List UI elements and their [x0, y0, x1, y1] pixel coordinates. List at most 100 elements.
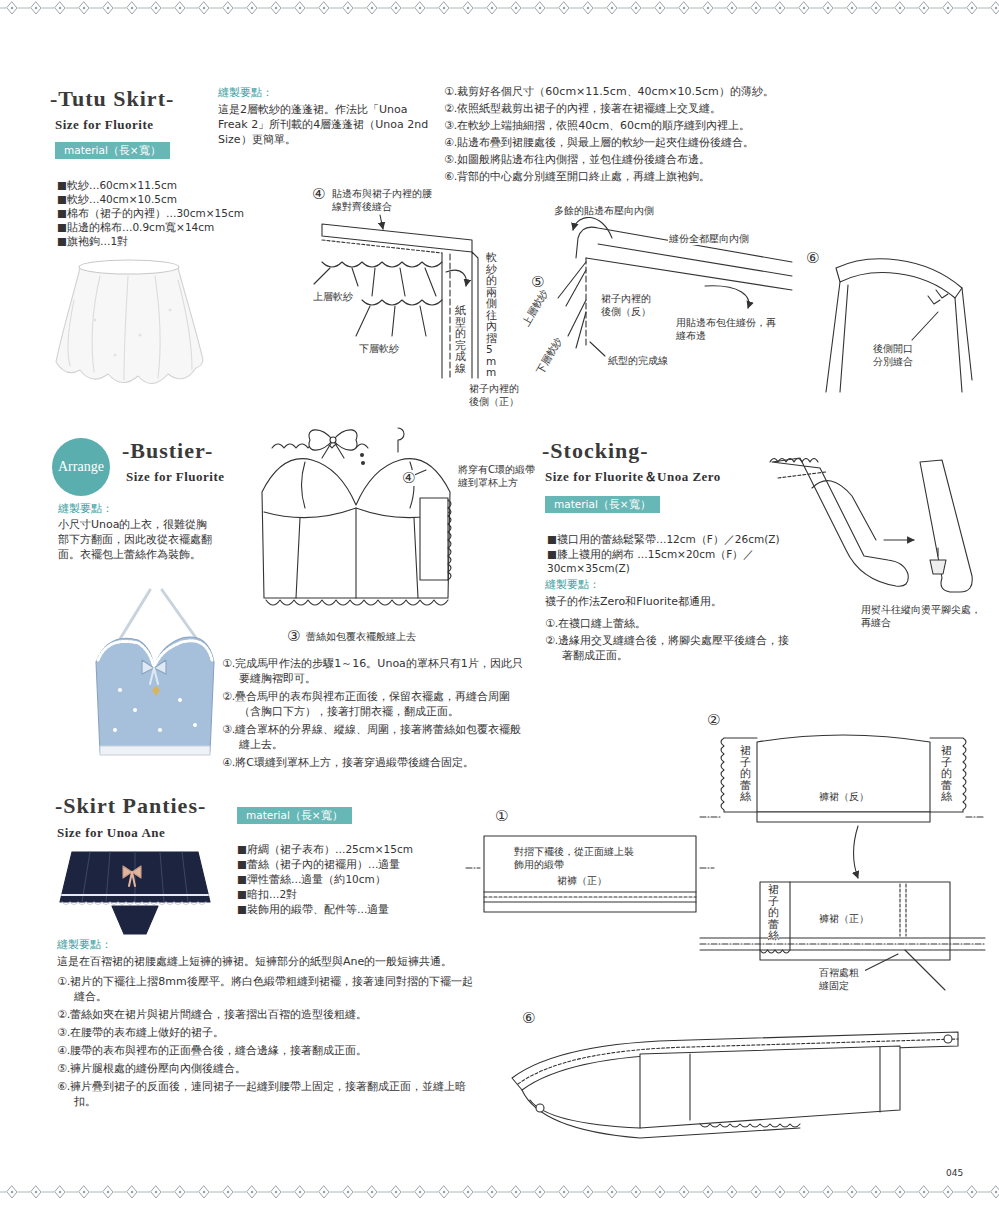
bustier-diagram — [296, 508, 418, 598]
step-text: ①.在襪口縫上蕾絲。 — [545, 616, 792, 631]
material-item: ■蕾絲（裙子內的裙襬用）…適量 — [237, 857, 400, 871]
material-tab: material（長×寬） — [545, 496, 660, 513]
tutu-back-diagram — [836, 259, 962, 298]
step-text: ③.在腰帶的表布縫上做好的裙子。 — [57, 1025, 484, 1040]
tutu-skirt-photo — [114, 354, 117, 357]
tutu-skirt-photo — [56, 260, 203, 384]
bustier-photo — [178, 698, 182, 702]
panties-step2-diagram — [721, 738, 757, 812]
panties-step2-diagram — [900, 884, 906, 936]
panties-step2-diagram — [700, 816, 985, 817]
panties-step2-diagram — [862, 954, 898, 972]
callout-number: ⑥ — [806, 250, 819, 266]
material-item: ■軟紗…40cm×10.5cm — [57, 192, 177, 206]
panties-step2-diagram — [700, 943, 985, 944]
point-heading: 縫製要點： — [57, 938, 112, 952]
bustier-diagram — [262, 459, 450, 598]
arrange-badge: Arrange — [52, 438, 110, 496]
bustier-diagram — [302, 462, 415, 508]
panties-step1-diagram — [484, 836, 696, 912]
bustier-diagram — [262, 428, 451, 605]
stocking-diagram — [937, 548, 938, 556]
tutu-facing-diagram — [590, 342, 605, 356]
callout-number: ④ — [312, 186, 325, 202]
point-heading: 縫製要點： — [58, 502, 113, 516]
note-text: 這是2層軟紗的蓬蓬裙。作法比「Unoa Freak 2」所刊載的4層蓬蓬裙（Un… — [218, 102, 433, 147]
tutu-skirt-photo — [56, 268, 203, 384]
skirt-panties-photo — [112, 906, 158, 934]
page-border — [0, 0, 999, 16]
tutu-facing-diagram — [573, 217, 612, 238]
panties-step6-diagram — [536, 1104, 544, 1112]
tutu-skirt-photo — [79, 260, 179, 274]
stocking-diagram — [778, 472, 826, 478]
tutu-back-diagram — [912, 312, 938, 340]
callout-number: ② — [707, 712, 720, 728]
page-border — [0, 1184, 999, 1200]
section-heading: -Stocking- — [542, 438, 649, 464]
callout-number: ⑥ — [522, 1010, 535, 1026]
panties-step1-diagram — [484, 892, 696, 902]
material-item: ■貼邊的棉布…0.9cm寬×14cm — [57, 220, 214, 234]
stocking-diagram — [884, 539, 914, 540]
stocking-diagram — [770, 459, 818, 463]
diagram-label: 用貼邊布包住縫份，再縫布邊 — [675, 316, 777, 342]
tutu-facing-diagram — [558, 262, 586, 306]
diagram-label: 後側開口分別縫合 — [872, 342, 919, 368]
diagram-label: 裙褲（正） — [556, 874, 608, 887]
material-item: ■暗扣…2對 — [237, 887, 297, 901]
diagram-label: 百褶處粗縫固定 — [818, 966, 865, 992]
material-item: ■軟紗…60cm×11.5cm — [57, 178, 177, 192]
tutu-waist-diagram — [362, 300, 442, 305]
tutu-facing-diagram — [568, 300, 586, 348]
panties-step6-diagram — [690, 1047, 880, 1120]
step-text: ②.依照紙型裁剪出裙子的內裡，接著在裙襬縫上交叉縫。 — [444, 101, 846, 116]
diagram-label: 褲裙（反） — [818, 790, 870, 803]
tutu-waist-diagram — [442, 252, 478, 378]
diagram-label: 裙子內裡的後側（反） — [600, 292, 658, 318]
diagram-label: 紙型的完成線 — [607, 354, 669, 367]
tutu-facing-diagram — [576, 227, 792, 262]
node-text: material（長×寬） — [246, 809, 343, 823]
step-text: ⑥.褲片疊到裙子的反面後，連同裙子一起縫到腰帶上固定，接著翻成正面，並縫上暗扣。 — [57, 1079, 484, 1109]
tutu-skirt-photo — [94, 319, 97, 322]
tutu-waist-diagram — [322, 240, 442, 253]
diagram-label: 裙子的蕾絲 — [768, 884, 779, 942]
bustier-diagram — [448, 500, 451, 580]
callout-number: ⑤ — [531, 274, 544, 290]
note-text: 小尺寸Unoa的上衣，很難從胸部下方翻面，因此改從衣襬處翻面。衣襬包上蕾絲作為裝… — [58, 517, 218, 562]
step-text: ③.縫合罩杯的分界線、縱線、周圍，接著將蕾絲如包覆衣襬般縫上去。 — [222, 722, 529, 752]
step-text: ④.腰帶的表布與裡布的正面疊合後，縫合邊緣，接著翻成正面。 — [57, 1043, 484, 1058]
tutu-skirt-photo — [139, 334, 142, 337]
diagram-label: 將穿有C環的緞帶縫到罩杯上方 — [457, 463, 541, 489]
step-text: ①.裙片的下襬往上摺8mm後壓平。將白色緞帶粗縫到裙襬，接著連同對摺的下襬一起縫… — [57, 974, 484, 1004]
diagram-label: 蕾絲如包覆衣襬般縫上去 — [305, 630, 417, 643]
diagram-label: 下層軟紗 — [358, 342, 400, 355]
point-heading: 縫製要點： — [218, 86, 273, 100]
panties-step2-diagram — [757, 735, 930, 812]
stocking-diagram — [770, 458, 972, 592]
material-item: ■襪口用的蕾絲鬆緊帶…12cm（F）／26cm(Z) — [547, 532, 780, 546]
panties-step6-diagram — [640, 1046, 900, 1128]
panties-step1-diagram — [466, 836, 714, 912]
bustier-photo — [100, 746, 210, 755]
bustier-diagram — [266, 600, 448, 605]
panties-step6-diagram — [512, 1032, 958, 1138]
tutu-facing-diagram — [558, 217, 792, 356]
step-text: ④.將C環縫到罩杯上方，接著穿過緞帶後縫合固定。 — [222, 755, 529, 770]
section-heading: -Skirt Panties- — [55, 793, 206, 819]
tutu-waist-diagram — [449, 254, 450, 378]
panties-step2-diagram — [760, 882, 950, 960]
tutu-skirt-photo — [68, 276, 192, 380]
node-text: material（長×寬） — [64, 144, 161, 158]
tutu-waist-diagram — [446, 270, 466, 286]
skirt-panties-photo — [129, 872, 135, 886]
tutu-back-diagram — [826, 259, 972, 392]
note-text: 襪子的作法Zero和Fluorite都通用。 — [545, 594, 722, 609]
material-item: ■彈性蕾絲…適量（約10cm） — [237, 872, 386, 886]
skirt-panties-photo — [60, 852, 210, 902]
node-text: Arrange — [58, 459, 104, 475]
panties-step2-diagram — [854, 826, 859, 878]
step-text: ③.在軟紗上端抽細摺，依照40cm、60cm的順序縫到內裡上。 — [444, 118, 846, 133]
node-text: material（長×寬） — [554, 498, 651, 512]
